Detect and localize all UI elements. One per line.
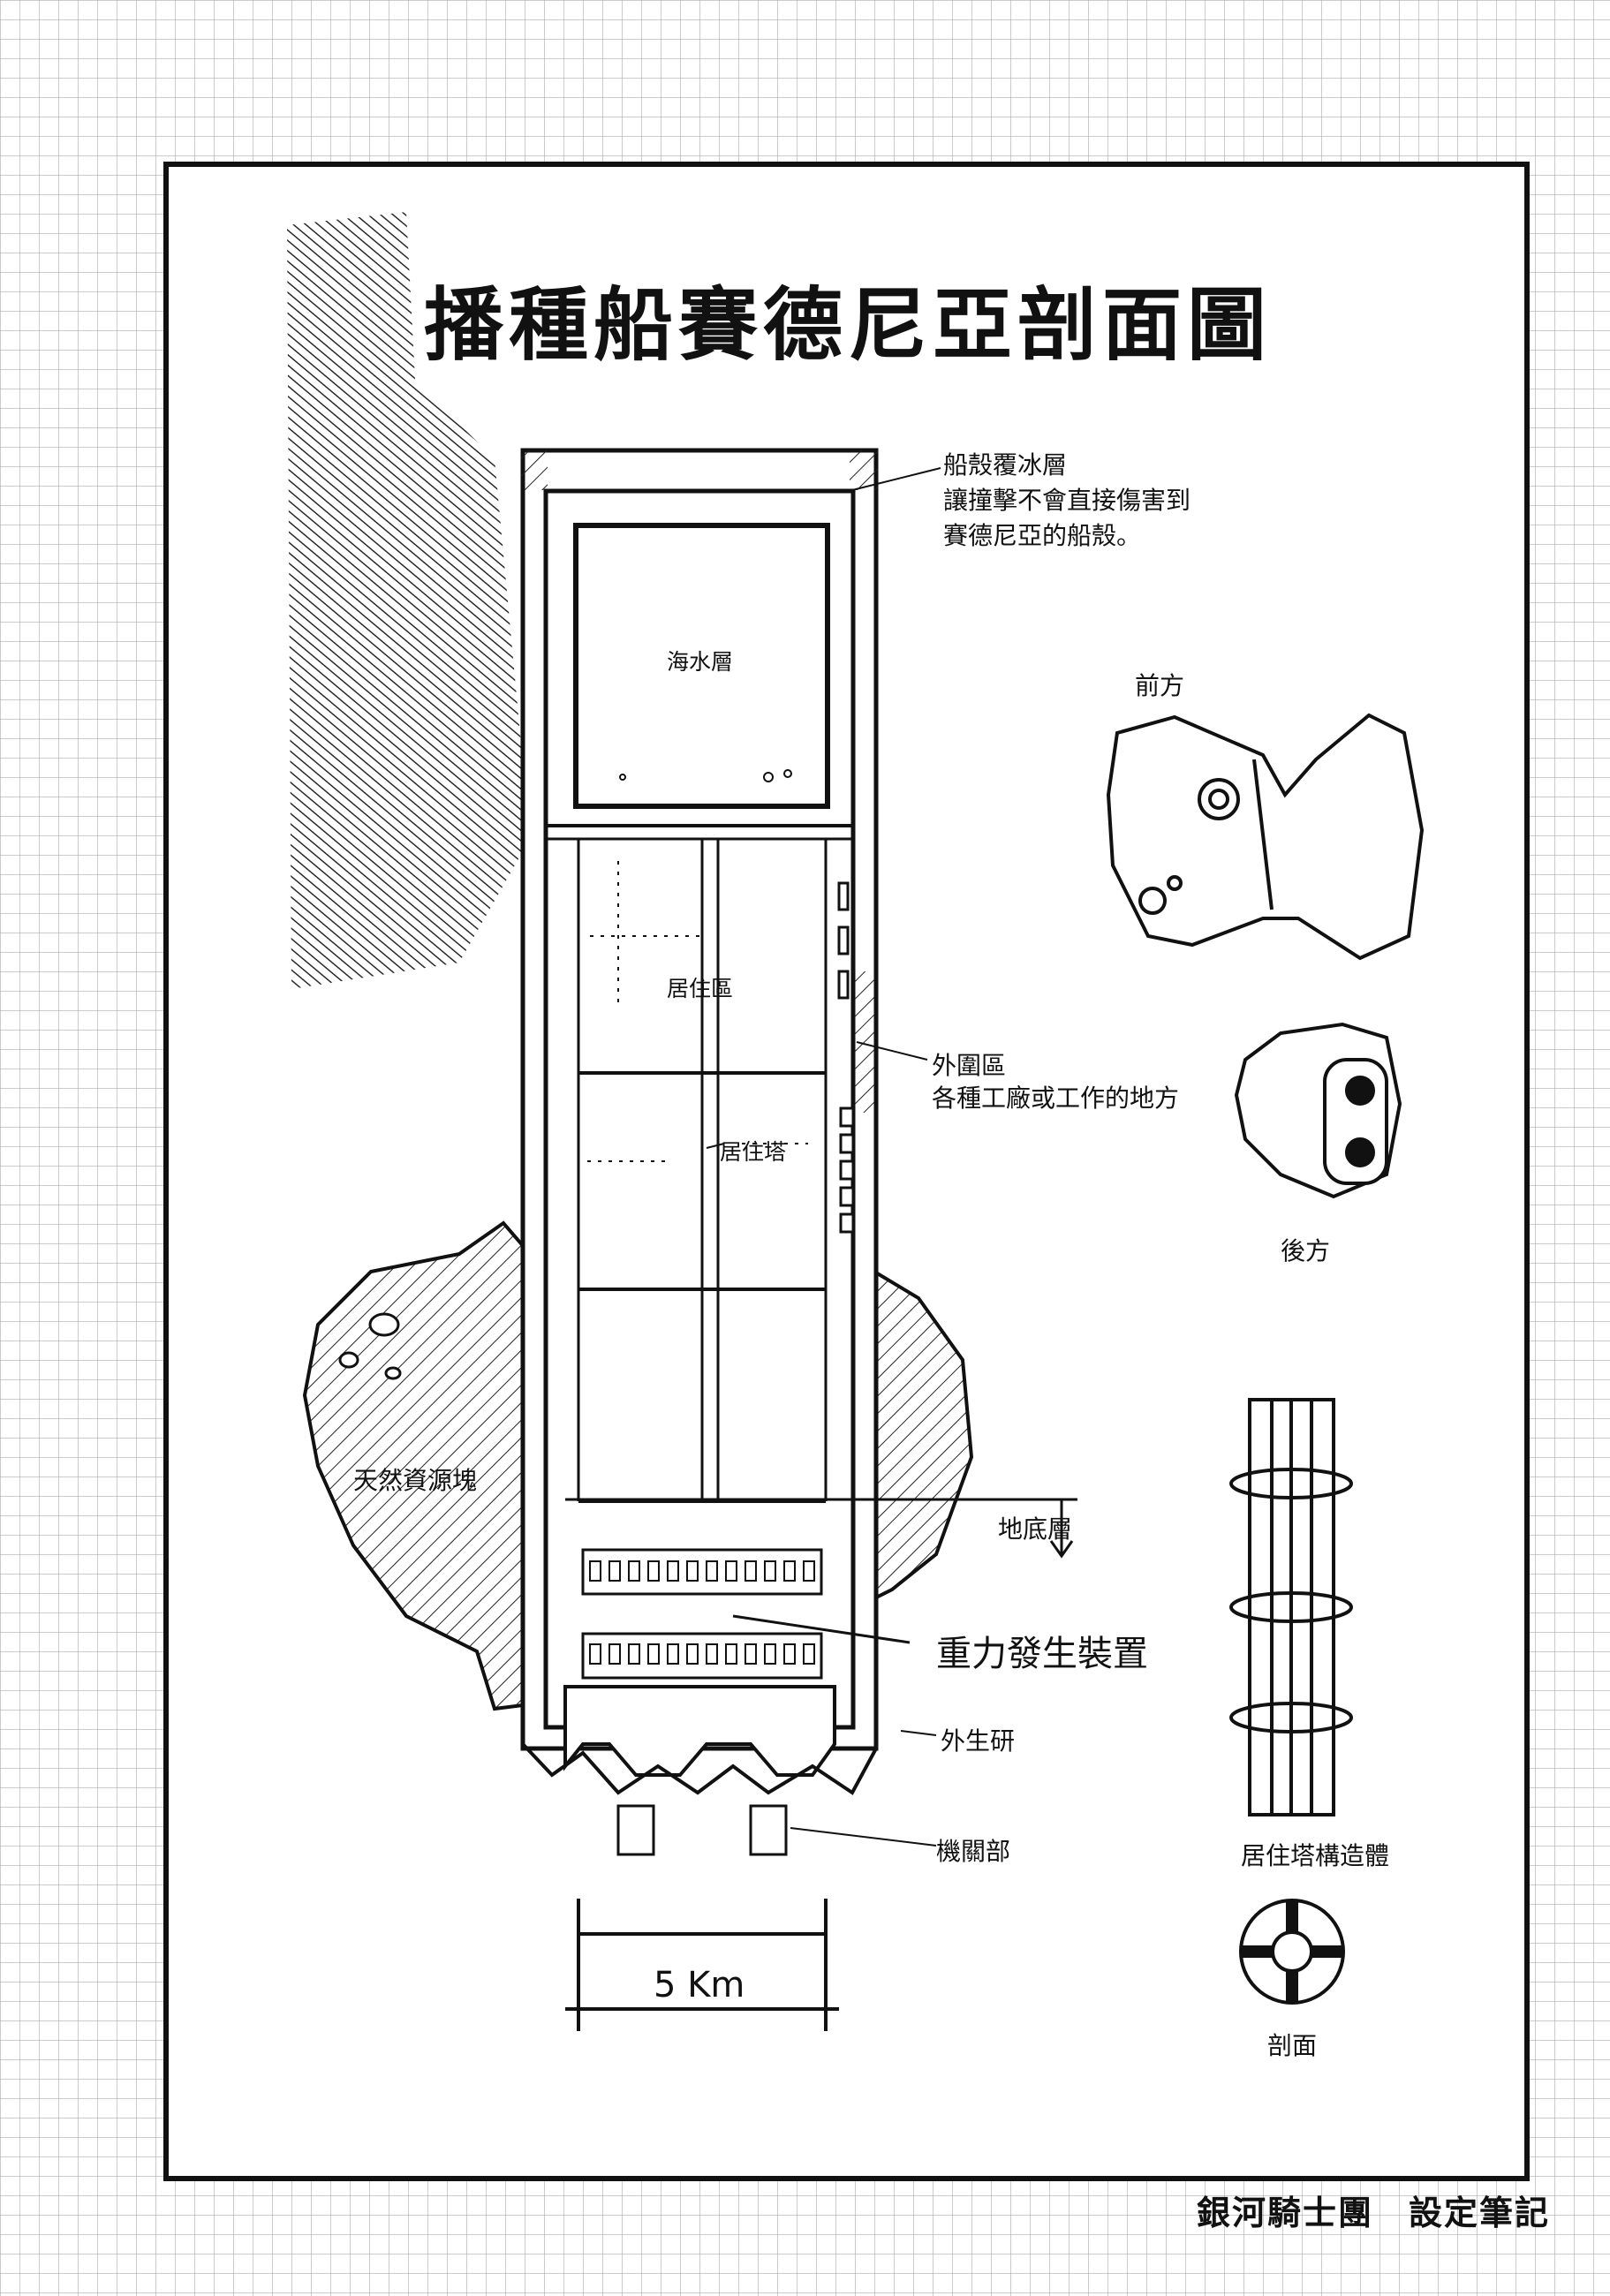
label-outer-lab: 外生研 [941, 1726, 1016, 1756]
engine-section [563, 1685, 836, 1777]
label-hull-ice-3: 賽德尼亞的船殼。 [943, 521, 1142, 550]
shadow-hatching [287, 212, 530, 989]
label-underground: 地底層 [998, 1514, 1073, 1544]
outer-zone-windows [837, 881, 855, 1234]
label-gravity-device: 重力發生裝置 [936, 1634, 1148, 1674]
rear-view-sketch [1234, 1022, 1402, 1199]
label-hull-ice-2: 讓撞擊不會直接傷害到 [943, 486, 1191, 515]
gravity-device [581, 1548, 911, 1680]
label-outer-zone: 外圍區 [932, 1051, 1007, 1080]
seawater-tank [573, 523, 830, 809]
label-cross-section: 剖面 [1267, 2031, 1318, 2060]
label-outer-zone-desc: 各種工廠或工作的地方 [932, 1084, 1180, 1113]
label-front: 前方 [1135, 671, 1185, 700]
front-view-sketch [1106, 713, 1425, 961]
label-tower-structure: 居住塔構造體 [1241, 1841, 1390, 1870]
tower-core [700, 837, 720, 1503]
label-hull-ice-1: 船殼覆冰層 [943, 450, 1068, 480]
scale-bar [565, 1899, 839, 2031]
label-engine: 機關部 [936, 1837, 1011, 1866]
label-rear: 後方 [1281, 1236, 1331, 1265]
label-seawater: 海水層 [667, 649, 734, 675]
label-resource-rock: 天然資源塊 [353, 1466, 478, 1495]
page-title: 播種船賽德尼亞剖面圖 [424, 279, 1272, 372]
resource-rock-right [873, 1268, 974, 1602]
cross-section-sketch [1239, 1899, 1345, 2005]
label-residential: 居住區 [667, 976, 734, 1001]
label-tower: 居住塔 [720, 1139, 787, 1165]
tower-structure-sketch [1229, 1398, 1353, 1816]
label-scale: 5 Km [654, 1965, 745, 2005]
resource-rock [302, 1220, 532, 1711]
footer-caption: 銀河騎士團 設定筆記 [1197, 2194, 1551, 2232]
